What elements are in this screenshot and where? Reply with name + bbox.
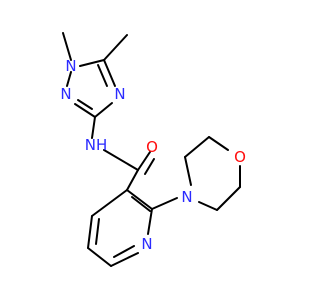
molecule-structure: N N N NH O N O N — [60, 32, 246, 267]
bond-c3-n2-double — [77, 99, 93, 110]
bond-morph-cb-o — [208, 136, 229, 151]
atom-morpholine-n: N — [181, 188, 192, 206]
bond-py-c5-c4 — [87, 215, 93, 249]
bond-n4-c3 — [94, 102, 113, 118]
bond-methyl-n1 — [62, 32, 72, 61]
bond-py-n1-c6-double — [113, 245, 135, 258]
bond-py-c6-c5 — [87, 247, 112, 267]
atom-pyridine-n: N — [141, 235, 152, 253]
bond-c5-n4 — [103, 59, 116, 87]
atom-triazole-n1: N — [65, 57, 76, 75]
bond-carbonyl-c3 — [126, 169, 139, 191]
atom-triazole-n4: N — [114, 85, 125, 103]
bond-n1-c5 — [79, 59, 105, 67]
bond-carbonyl-o-double — [144, 158, 155, 175]
bonds — [62, 32, 241, 267]
atom-labels: N N N NH O N O N — [60, 57, 246, 253]
bond-py-c3-c2-double — [131, 196, 151, 212]
bond-nh-carbonyl — [103, 149, 139, 171]
amide-h-symbol: H — [96, 136, 107, 154]
bond-c3-nh — [91, 116, 96, 139]
amide-n-symbol: N — [85, 136, 96, 154]
bond-n2-n1 — [66, 71, 72, 87]
bond-py-n1-c6 — [110, 252, 139, 267]
bond-py-c3-c2 — [126, 189, 153, 210]
atom-carbonyl-o: O — [146, 138, 158, 156]
bond-morph-ca-cb — [184, 136, 210, 158]
atom-morpholine-o: O — [234, 148, 246, 166]
bond-morph-cc-cd — [216, 186, 241, 211]
bond-morph-n-ca — [184, 156, 192, 186]
bond-c3-n2 — [74, 103, 96, 118]
bond-c2-morph-n — [151, 197, 178, 210]
bond-c5-methyl — [103, 34, 128, 61]
bond-py-c2-n1 — [147, 208, 153, 235]
bond-carbonyl-o — [137, 151, 151, 171]
atom-amide-nh: NH — [85, 136, 108, 154]
atom-triazole-n2: N — [60, 85, 71, 103]
bond-c5-n4-double — [97, 64, 108, 87]
bond-py-c5-c4-double — [95, 218, 100, 245]
bond-py-c4-c3 — [91, 189, 128, 217]
bond-morph-cd-n — [198, 201, 218, 211]
